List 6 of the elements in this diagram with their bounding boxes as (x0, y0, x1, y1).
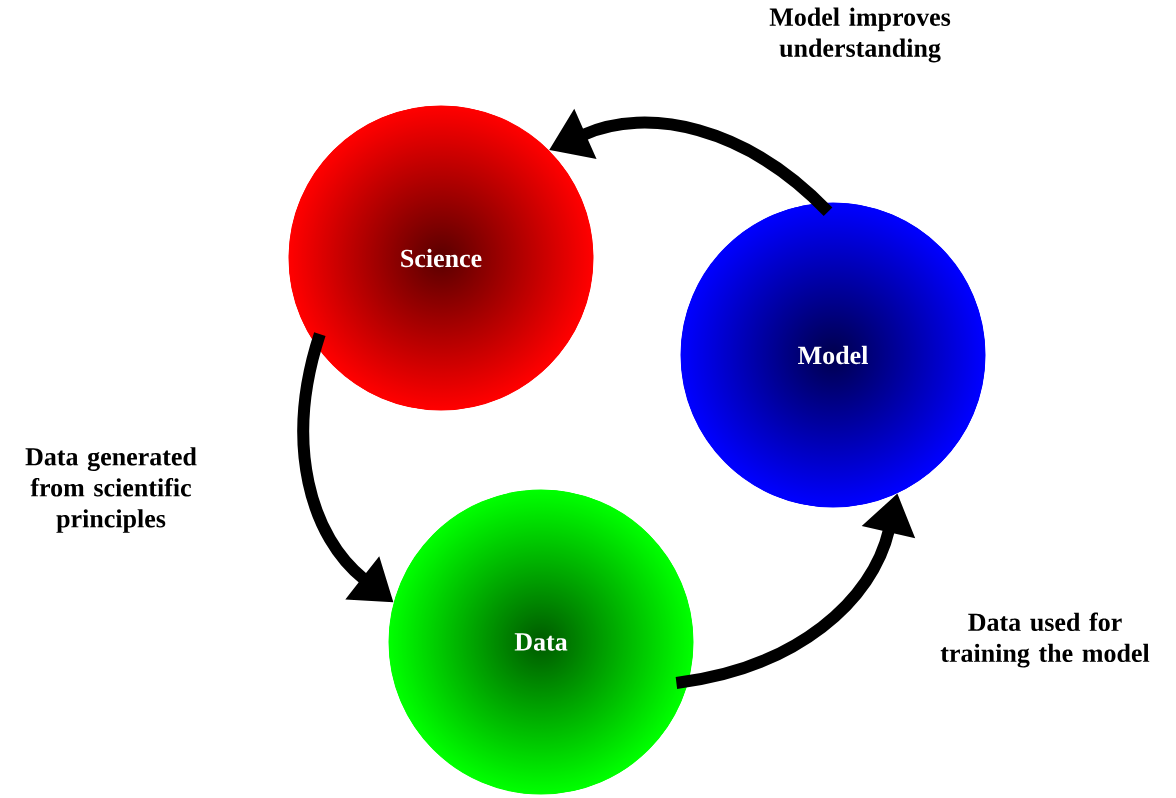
edge-label: Data used for training the model (940, 612, 1150, 668)
circle-node: Data (388, 489, 694, 795)
edge-label: Data generated from scientific principles (25, 447, 197, 533)
circle-node: Science (288, 105, 594, 411)
edge-label: Model improves understanding (769, 7, 951, 63)
circle-node: Model (680, 202, 986, 508)
